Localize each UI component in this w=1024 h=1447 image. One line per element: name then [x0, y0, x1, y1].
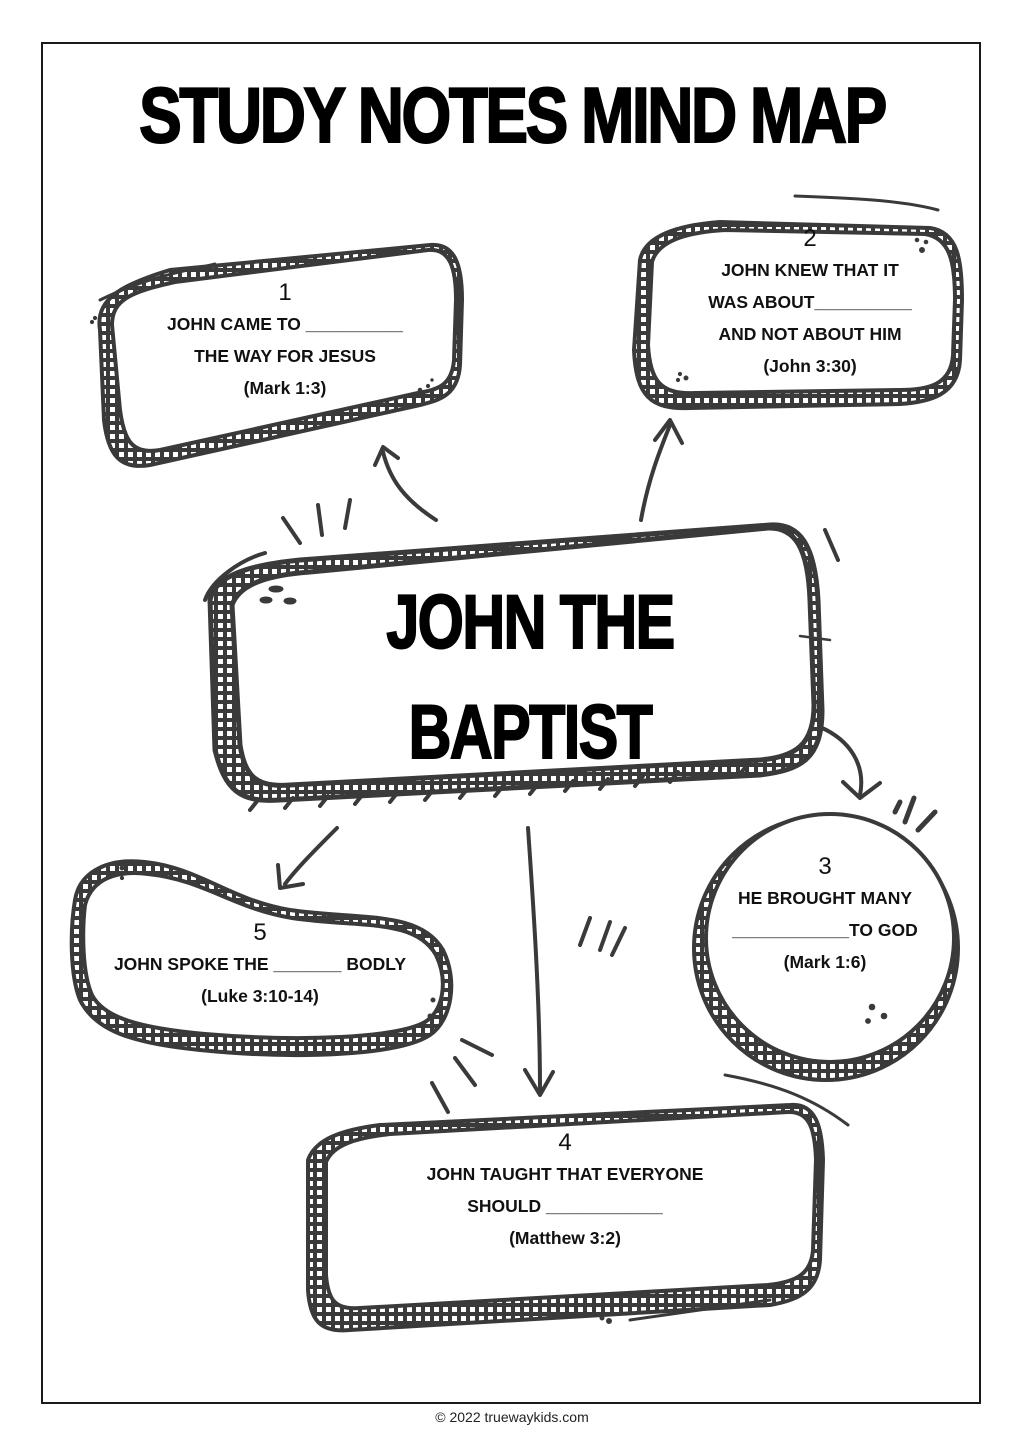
- center-bubble-outline: [203, 498, 840, 812]
- node-3: 3 HE BROUGHT MANY ____________TO GOD (Ma…: [705, 852, 945, 978]
- node-2-reference: (John 3:30): [763, 356, 857, 376]
- node-1-line-1: JOHN CAME TO __________: [166, 314, 404, 334]
- node-3-line-1: HE BROUGHT MANY: [737, 888, 913, 908]
- arrow-to-bubble-5: [276, 826, 339, 890]
- bubble-3-outline: [692, 795, 960, 1082]
- node-2-number: 2: [803, 225, 817, 252]
- node-4-line-1: JOHN TAUGHT THAT EVERYONE: [426, 1164, 704, 1184]
- node-4-line-2: SHOULD ____________: [467, 1196, 663, 1216]
- node-5-reference: (Luke 3:10-14): [201, 986, 319, 1006]
- arrow-to-bubble-4: [523, 826, 555, 1097]
- central-topic-line-1: JOHN THE: [386, 579, 676, 666]
- arrow-to-bubble-3: [818, 725, 882, 800]
- bubble-4-outline: [306, 1073, 850, 1333]
- node-1: 1 JOHN CAME TO __________ THE WAY FOR JE…: [130, 278, 440, 404]
- bubble-2-outline: [632, 194, 964, 411]
- page-border: [41, 42, 981, 1404]
- node-1-line-2: THE WAY FOR JESUS: [194, 346, 376, 366]
- arrow-to-bubble-2: [639, 418, 684, 522]
- node-1-number: 1: [278, 279, 292, 306]
- node-4: 4 JOHN TAUGHT THAT EVERYONE SHOULD _____…: [385, 1128, 745, 1254]
- node-4-number: 4: [558, 1129, 572, 1156]
- bubble-5-outline: [69, 859, 627, 1114]
- node-4-reference: (Matthew 3:2): [509, 1228, 621, 1248]
- node-2-line-3: AND NOT ABOUT HIM: [718, 324, 902, 344]
- copyright-footer: © 2022 truewaykids.com: [435, 1409, 589, 1425]
- node-1-reference: (Mark 1:3): [243, 378, 327, 398]
- node-2-line-2: WAS ABOUT__________: [708, 292, 912, 312]
- node-2-line-1: JOHN KNEW THAT IT: [721, 260, 899, 280]
- node-2: 2 JOHN KNEW THAT IT WAS ABOUT__________ …: [660, 224, 960, 382]
- bubble-1-outline: [89, 242, 464, 468]
- page-title: STUDY NOTES MIND MAP: [138, 70, 888, 160]
- node-5-number: 5: [253, 919, 267, 946]
- central-topic-line-2: BAPTIST: [408, 689, 654, 776]
- node-5-line-1: JOHN SPOKE THE _______ BODLY: [113, 954, 407, 974]
- node-3-number: 3: [818, 853, 832, 880]
- node-3-reference: (Mark 1:6): [783, 952, 867, 972]
- arrow-to-bubble-1: [373, 445, 438, 522]
- node-3-line-2: ____________TO GOD: [732, 920, 918, 940]
- central-topic: JOHN THE BAPTIST: [335, 568, 725, 788]
- node-5: 5 JOHN SPOKE THE _______ BODLY (Luke 3:1…: [85, 918, 435, 1012]
